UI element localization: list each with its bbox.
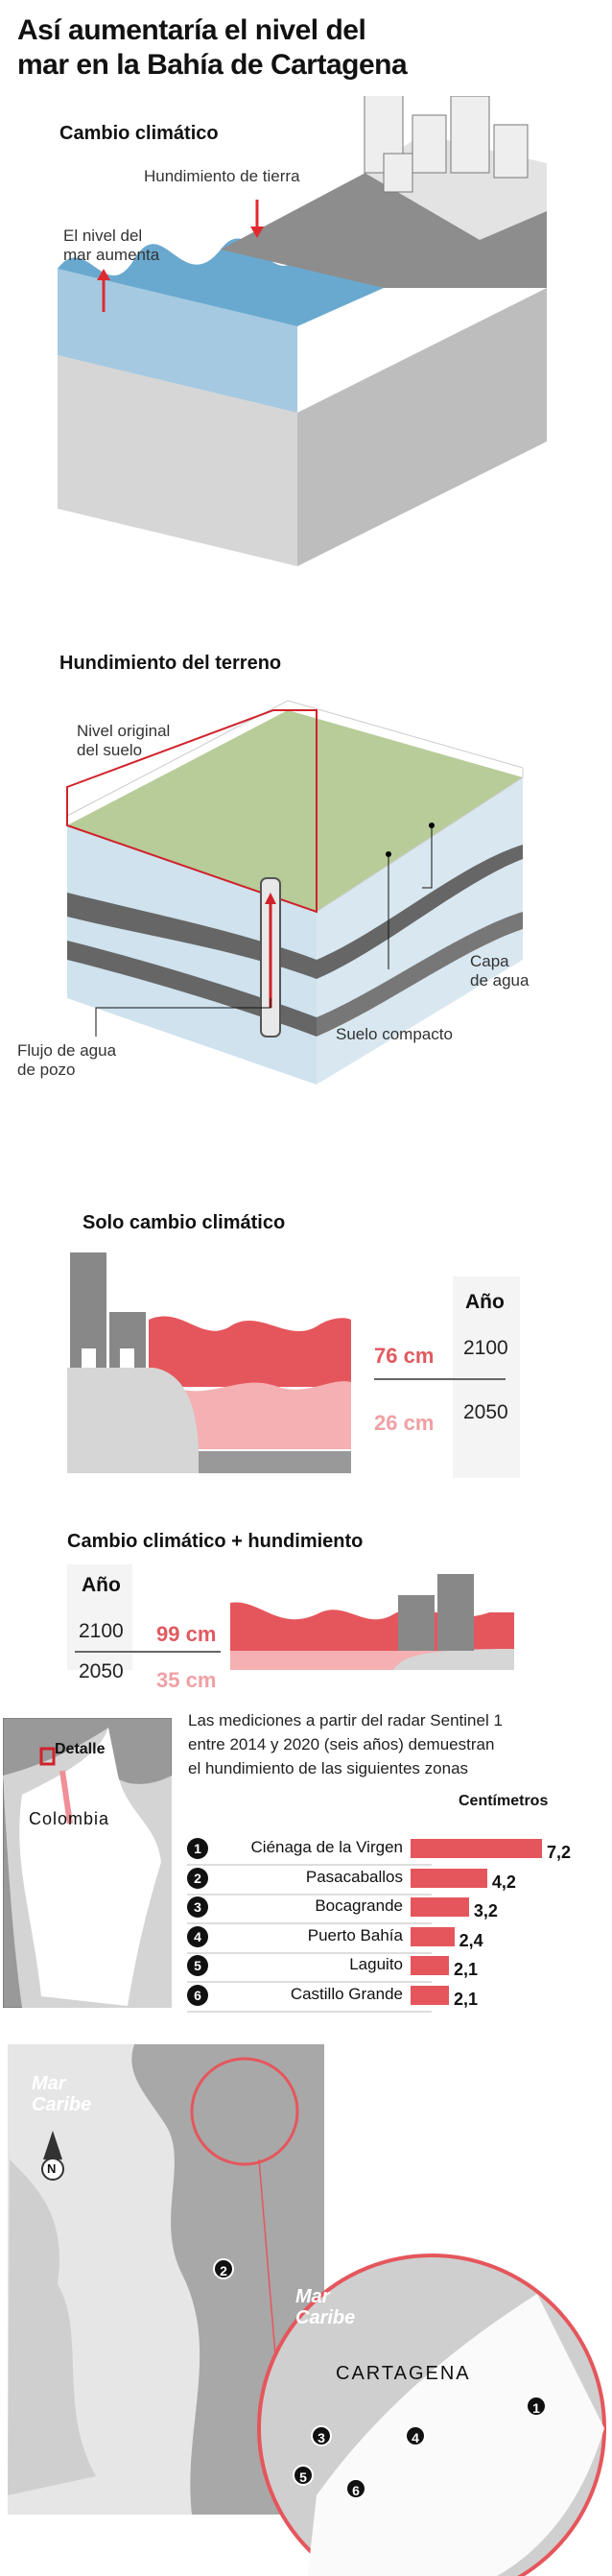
year-2050: 2050: [79, 1660, 124, 1682]
bar-row: 5 Laguito 2,1: [187, 1952, 590, 1983]
number-badge: 2: [187, 1867, 208, 1889]
measurements-intro: Las mediciones a partir del radar Sentin…: [188, 1711, 503, 1777]
number-badge: 6: [187, 1984, 208, 2006]
sinking-label: Hundimiento de tierra: [144, 167, 300, 185]
buildings-icon: [398, 1574, 474, 1651]
scenario1-illustration: [67, 1252, 351, 1473]
bar: [411, 1985, 449, 2005]
zone-name: Castillo Grande: [290, 1984, 403, 2003]
year-2100: 2100: [463, 1337, 508, 1359]
zone-name: Laguito: [349, 1955, 403, 1973]
map-marker: 4: [405, 2425, 426, 2446]
zoom-circle: [190, 2057, 299, 2166]
map-marker: 2: [213, 2258, 234, 2279]
number-badge: 3: [187, 1896, 208, 1918]
bar-row: 6 Castillo Grande 2,1: [187, 1982, 590, 2013]
bar-row: 2 Pasacaballos 4,2: [187, 1865, 590, 1896]
map-marker: 1: [526, 2396, 547, 2417]
row-separator: [187, 2010, 432, 2013]
value-2050: 26 cm: [374, 1411, 435, 1435]
zone-name: Pasacaballos: [305, 1867, 403, 1886]
city-label: CARTAGENA: [336, 2363, 471, 2384]
row-separator: [187, 1951, 432, 1954]
row-separator: [187, 1864, 432, 1866]
year-2050: 2050: [463, 1401, 508, 1423]
map-marker: 5: [293, 2465, 314, 2486]
section1-heading: Cambio climático: [59, 123, 219, 144]
bar: [411, 1926, 455, 1946]
divider: [75, 1651, 221, 1653]
bar-value: 2,4: [459, 1930, 483, 1950]
bar-row: 3 Bocagrande 3,2: [187, 1894, 590, 1924]
value-2050: 35 cm: [156, 1668, 217, 1692]
unit-label: Centímetros: [459, 1793, 549, 1809]
year-header: Año: [465, 1291, 505, 1313]
divider: [374, 1378, 506, 1380]
compass-icon: [41, 2131, 64, 2181]
zone-name: Ciénaga de la Virgen: [250, 1838, 403, 1856]
row-separator: [187, 1922, 432, 1924]
number-badge: 4: [187, 1925, 208, 1947]
section2-heading: Hundimiento del terreno: [59, 653, 282, 674]
map-marker: 3: [311, 2425, 332, 2446]
number-badge: 5: [187, 1955, 208, 1976]
value-2100: 76 cm: [374, 1344, 435, 1368]
bar-value: 2,1: [453, 1989, 478, 2009]
detail-marker: [39, 1747, 56, 1766]
bar-value: 2,1: [453, 1960, 478, 1979]
number-badge: 1: [187, 1838, 208, 1859]
value-2100: 99 cm: [156, 1622, 217, 1646]
row-separator: [187, 1893, 432, 1896]
bar: [411, 1897, 469, 1917]
map-marker: 6: [345, 2478, 366, 2499]
bar: [411, 1868, 487, 1888]
land-subsidence-diagram: [66, 700, 524, 1085]
scenario2-illustration: [230, 1574, 514, 1670]
scenario2-heading: Cambio climático + hundimiento: [67, 1531, 364, 1552]
bar: [411, 1839, 542, 1858]
bar: [411, 1956, 449, 1975]
row-separator: [187, 1981, 432, 1983]
year-2100: 2100: [79, 1620, 124, 1642]
compass-label: N: [47, 2161, 57, 2176]
colombia-locator-map: [3, 1718, 172, 2008]
title-line-1: Así aumentaría el nivel del: [17, 14, 366, 46]
bar-row: 1 Ciénaga de la Virgen 7,2: [187, 1835, 590, 1866]
cartagena-map: [8, 2044, 606, 2576]
scenario1-heading: Solo cambio climático: [82, 1212, 286, 1233]
bar-value: 7,2: [547, 1843, 572, 1862]
zone-name: Bocagrande: [315, 1896, 403, 1915]
climate-change-diagram: [58, 96, 547, 566]
compact-soil-label: Suelo compacto: [336, 1025, 453, 1043]
detail-label: Detalle: [55, 1741, 106, 1757]
bar-row: 4 Puerto Bahía 2,4: [187, 1923, 590, 1954]
title-line-2: mar en la Bahía de Cartagena: [17, 49, 408, 81]
country-label: Colombia: [29, 1809, 110, 1828]
bar-value: 4,2: [491, 1872, 516, 1892]
bar-value: 3,2: [473, 1901, 498, 1920]
year-column: [453, 1276, 520, 1478]
buildings-icon: [70, 1252, 146, 1368]
buildings-icon: [364, 96, 529, 193]
zone-name: Puerto Bahía: [307, 1925, 403, 1944]
year-header: Año: [82, 1574, 121, 1596]
